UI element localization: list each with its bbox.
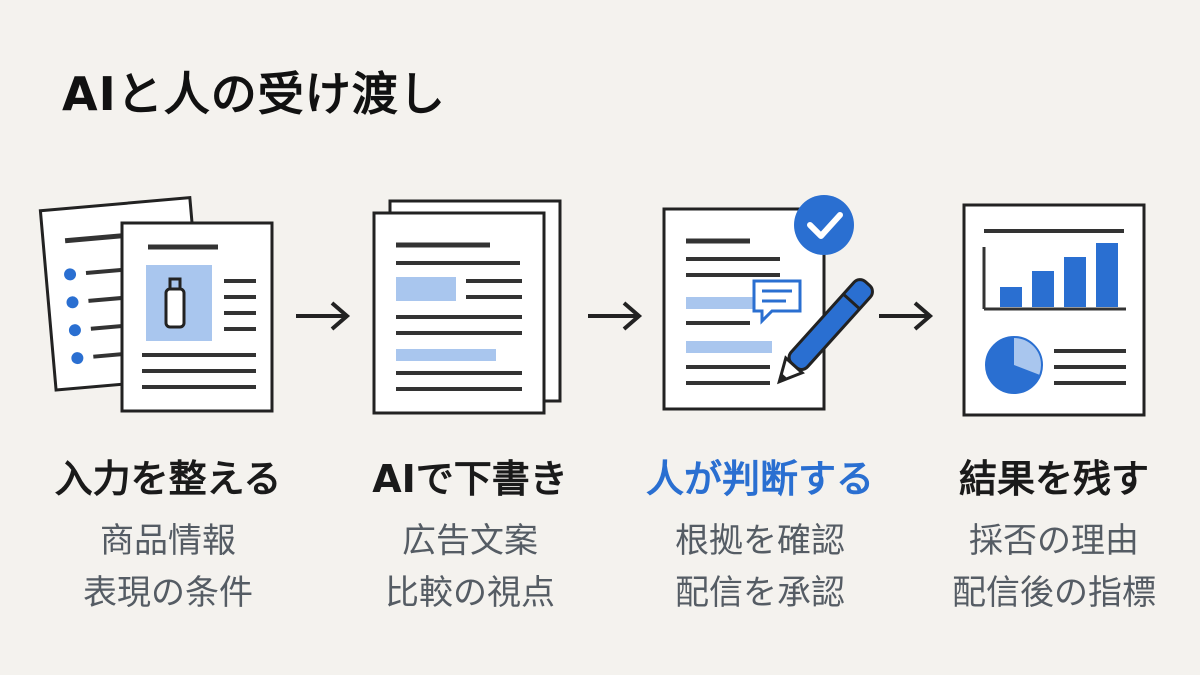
arrow-right-icon (588, 301, 643, 331)
page-title: AIと人の受け渡し (62, 67, 446, 121)
step-desc-line: 商品情報 (100, 521, 236, 561)
step-desc-line: 表現の条件 (83, 573, 253, 613)
arrow-right-icon (296, 301, 351, 331)
review-approve-icon (662, 195, 874, 411)
pie-chart-icon (985, 336, 1043, 394)
step-title-input: 入力を整える (54, 457, 282, 501)
step-desc-line: 採否の理由 (969, 521, 1139, 561)
draft-documents-icon (372, 199, 562, 415)
step-desc-line: 根拠を確認 (675, 521, 845, 561)
stage-review-illustration (630, 185, 890, 425)
product-info-documents-icon (38, 196, 274, 413)
pen-icon (777, 278, 874, 385)
step-title-results: 結果を残す (958, 457, 1149, 501)
step-desc-line: 比較の視点 (385, 573, 555, 613)
stage-results-illustration (930, 185, 1190, 425)
step-desc-line: 配信を承認 (675, 573, 845, 613)
step-title-review: 人が判断する (645, 457, 874, 501)
step-desc-line: 配信後の指標 (952, 573, 1156, 613)
comment-bubble-icon (752, 279, 802, 325)
step-title-draft: AIで下書き (372, 457, 568, 501)
stage-input-illustration (30, 185, 290, 425)
stage-draft-illustration (330, 185, 590, 425)
arrow-right-icon (879, 301, 934, 331)
check-badge-icon (794, 195, 854, 255)
results-report-icon (962, 203, 1146, 417)
step-desc-line: 広告文案 (402, 521, 538, 561)
